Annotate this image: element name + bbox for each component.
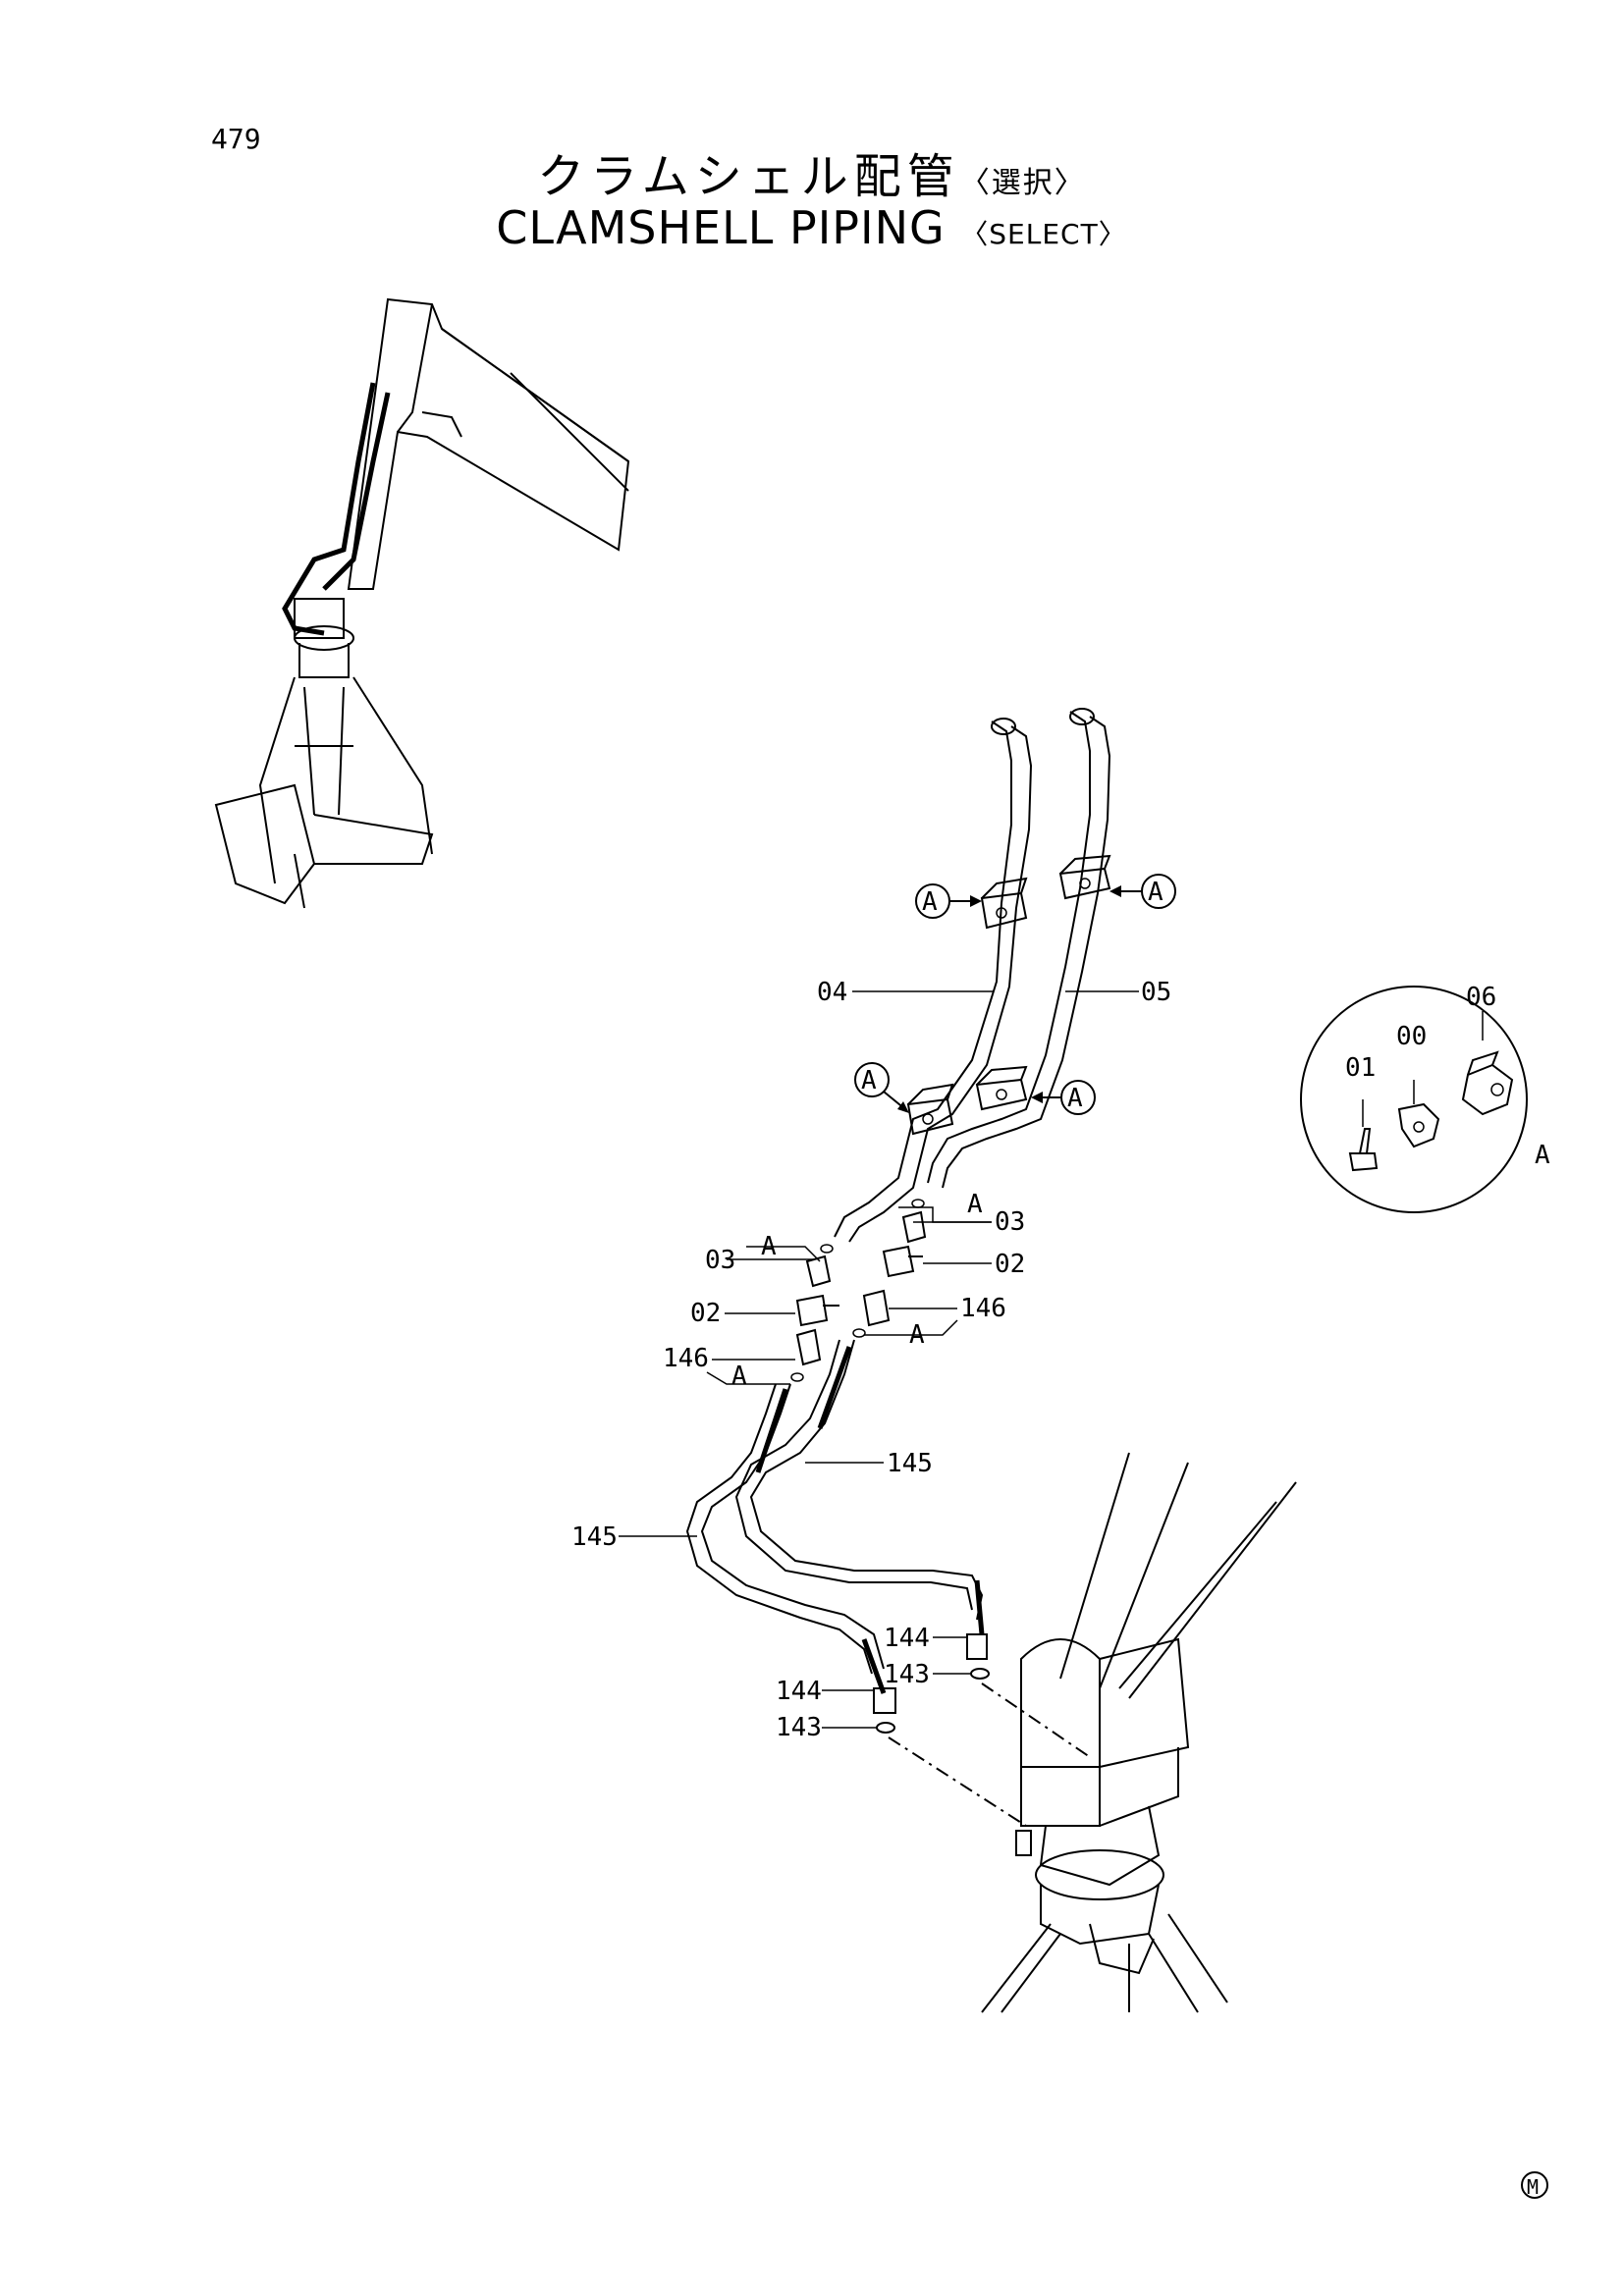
m-mark-circle	[1521, 2171, 1548, 2199]
hose-145-right	[734, 1339, 985, 1635]
callout-145-left: 145	[571, 1522, 618, 1552]
detail-view-letter: A	[1535, 1141, 1550, 1170]
callout-143-left: 143	[776, 1713, 822, 1742]
detail-label-01: 01	[1345, 1053, 1376, 1083]
title-jp-select: 〈選択〉	[959, 166, 1086, 200]
title-en-select: 〈SELECT〉	[960, 218, 1127, 250]
callout-145-right: 145	[887, 1449, 933, 1478]
title-en-text: CLAMSHELL PIPING	[496, 201, 946, 254]
footer-mark: M	[1527, 2175, 1539, 2199]
overview-arm-clamshell	[214, 297, 630, 909]
callout-group-a-1: A	[967, 1190, 983, 1219]
callout-group-a-4: A	[731, 1362, 747, 1391]
callout-143-right: 143	[884, 1660, 930, 1689]
callout-146-left: 146	[663, 1344, 709, 1373]
install-line-left	[888, 1736, 1027, 1827]
callout-view-a-2: A	[1148, 878, 1163, 907]
callout-04: 04	[817, 978, 847, 1007]
view-a-markers	[854, 874, 1176, 1115]
hose-145-left	[685, 1383, 887, 1694]
pipe-clamps	[906, 854, 1111, 1136]
page-title-jp: クラムシェル配管〈選択〉	[0, 137, 1623, 206]
callout-03-right: 03	[995, 1207, 1025, 1237]
callout-02-right: 02	[995, 1250, 1025, 1279]
callout-144-left: 144	[776, 1677, 822, 1706]
pipe-04	[834, 718, 1033, 1243]
callout-view-a-4: A	[1067, 1084, 1083, 1113]
callout-view-a-3: A	[861, 1066, 877, 1095]
detail-a-circle	[1300, 986, 1528, 1213]
callout-146-right: 146	[960, 1294, 1006, 1323]
callout-group-a-3: A	[761, 1232, 777, 1261]
fitting-leaders	[706, 1206, 992, 1385]
page-number: 479	[211, 123, 261, 155]
title-jp-text: クラムシェル配管	[537, 149, 960, 204]
fittings-right	[852, 1199, 927, 1338]
callout-view-a-1: A	[922, 887, 938, 917]
detail-label-06: 06	[1466, 983, 1496, 1012]
callout-05: 05	[1141, 978, 1171, 1007]
callout-02-left: 02	[690, 1299, 721, 1328]
install-line-right	[981, 1682, 1091, 1758]
callout-group-a-2: A	[909, 1320, 925, 1350]
detail-label-00: 00	[1396, 1022, 1427, 1051]
fittings-left	[790, 1244, 839, 1382]
callout-144-right: 144	[884, 1624, 930, 1653]
callout-03-left: 03	[705, 1246, 735, 1275]
pipe-05	[927, 708, 1111, 1189]
boom-rotator-assembly	[981, 1452, 1297, 2013]
page-title-en: CLAMSHELL PIPING 〈SELECT〉	[0, 201, 1623, 254]
